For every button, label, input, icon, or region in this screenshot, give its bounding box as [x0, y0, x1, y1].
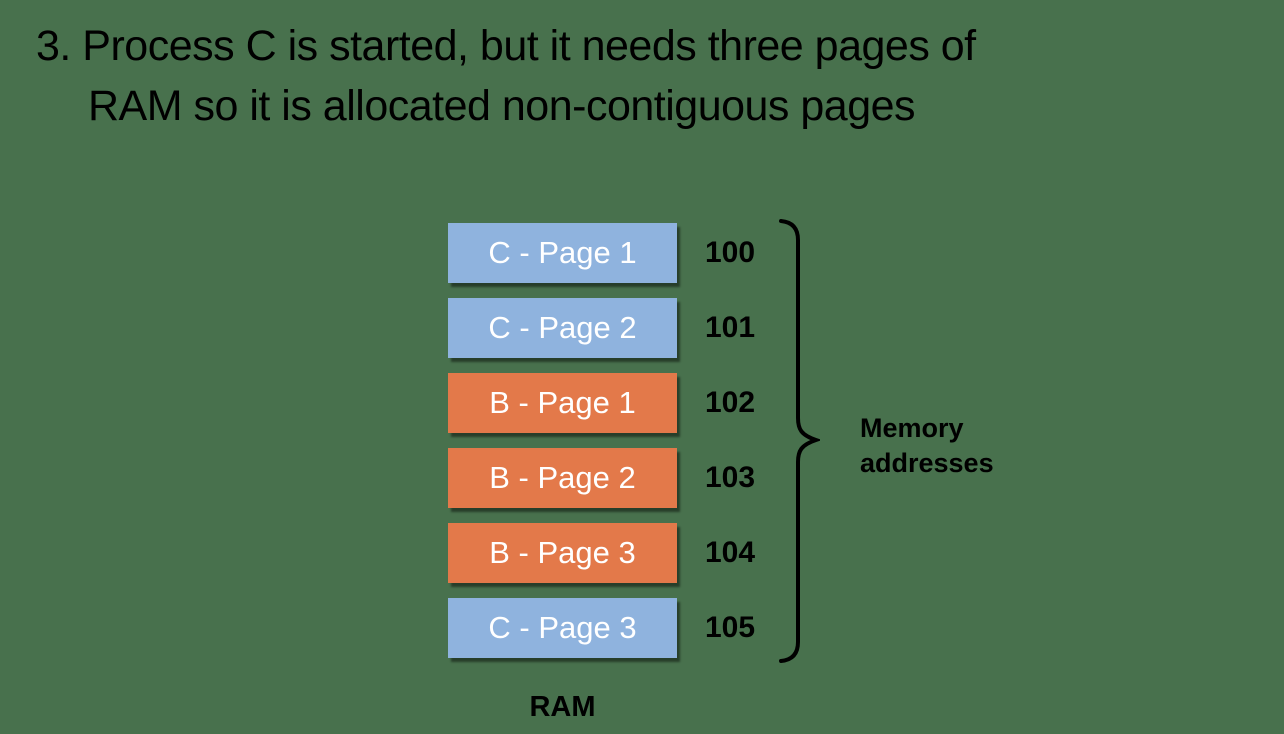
title-line-1: 3. Process C is started, but it needs th…	[36, 22, 976, 70]
memory-row: B - Page 3 104	[448, 523, 785, 583]
memory-address: 100	[705, 236, 756, 269]
memory-page-box: B - Page 1	[448, 373, 677, 433]
slide-title: 3. Process C is started, but it needs th…	[36, 16, 976, 136]
memory-address: 103	[705, 461, 756, 494]
memory-row: C - Page 2 101	[448, 298, 785, 358]
title-line-2: RAM so it is allocated non-contiguous pa…	[88, 82, 916, 130]
memory-page-box: B - Page 2	[448, 448, 677, 508]
memory-page-box: B - Page 3	[448, 523, 677, 583]
memory-page-box: C - Page 3	[448, 598, 677, 658]
ram-label: RAM	[529, 691, 596, 723]
memory-address: 101	[705, 311, 756, 344]
memory-address: 104	[705, 536, 756, 569]
memory-page-box: C - Page 2	[448, 298, 677, 358]
memory-row: B - Page 2 103	[448, 448, 785, 508]
memory-address: 102	[705, 386, 756, 419]
memory-row: C - Page 1 100	[448, 223, 785, 283]
memory-addresses-label: Memory addresses	[860, 413, 994, 478]
memory-diagram: C - Page 1 100 C - Page 2 101 B - Page 1…	[448, 223, 785, 673]
memory-page-box: C - Page 1	[448, 223, 677, 283]
memory-row: C - Page 3 105	[448, 598, 785, 658]
memory-address: 105	[705, 611, 756, 644]
memory-row: B - Page 1 102	[448, 373, 785, 433]
curly-brace-icon	[779, 219, 820, 663]
